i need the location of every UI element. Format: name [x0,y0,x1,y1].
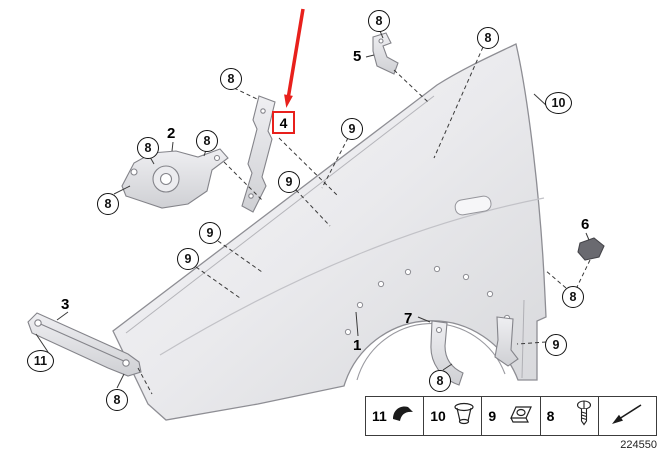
sheet-metal-clip-icon [508,403,534,430]
continuation-arrow-icon [609,401,645,432]
callout-balloon[interactable]: 8 [106,389,128,411]
rear-lower-bracket [494,316,519,367]
callout-balloon[interactable]: 8 [196,130,218,152]
callout-balloon[interactable]: 11 [27,350,54,372]
callout-balloon[interactable]: 8 [137,137,159,159]
callout-balloon[interactable]: 8 [368,10,390,32]
leader-lines-dashed [137,46,591,395]
callout-balloon[interactable]: 8 [220,68,242,90]
support-rail-part-4 [241,95,276,213]
callout-balloon[interactable]: 9 [278,171,300,193]
wedge-clip-icon [391,403,417,430]
leader-lines-solid [35,30,590,389]
callout-balloon[interactable]: 8 [97,193,119,215]
drawing-number: 224550 [620,439,657,451]
clip-part-6 [577,237,605,261]
legend-item-10: 10 [424,397,483,435]
part-label[interactable]: 1 [353,337,362,354]
part-label[interactable]: 2 [167,125,176,142]
fastener-legend: 11 10 9 [365,396,657,436]
legend-item-continuation [599,397,656,435]
callout-balloon[interactable]: 9 [199,222,221,244]
bracket-part-2 [121,148,229,209]
callout-balloon[interactable]: 8 [562,286,584,308]
callout-balloon[interactable]: 8 [477,27,499,49]
fender-panel [112,43,547,421]
side-marker-cutout [454,195,492,216]
rail-part-3 [27,312,142,377]
highlight-arrow [284,8,305,108]
bracket-part-5 [372,32,399,75]
callout-balloon[interactable]: 8 [429,370,451,392]
bracket-part-7 [430,320,464,386]
legend-item-8: 8 [541,397,599,435]
legend-item-9: 9 [482,397,541,435]
highlighted-callout-4[interactable]: 4 [272,111,295,134]
part-label[interactable]: 3 [61,296,70,313]
legend-label: 8 [546,408,555,424]
part-label[interactable]: 7 [404,310,413,327]
part-label[interactable]: 6 [581,216,590,233]
legend-item-11: 11 [366,397,425,435]
legend-label: 10 [430,408,446,424]
callout-balloon[interactable]: 10 [545,92,572,114]
callout-balloon[interactable]: 9 [177,248,199,270]
callout-balloon[interactable]: 9 [341,118,363,140]
part-label[interactable]: 5 [353,48,362,65]
legend-label: 11 [372,408,387,424]
legend-label: 9 [488,408,497,424]
grommet-icon [453,402,475,431]
screw-icon [576,400,592,432]
callout-balloon[interactable]: 9 [545,334,567,356]
